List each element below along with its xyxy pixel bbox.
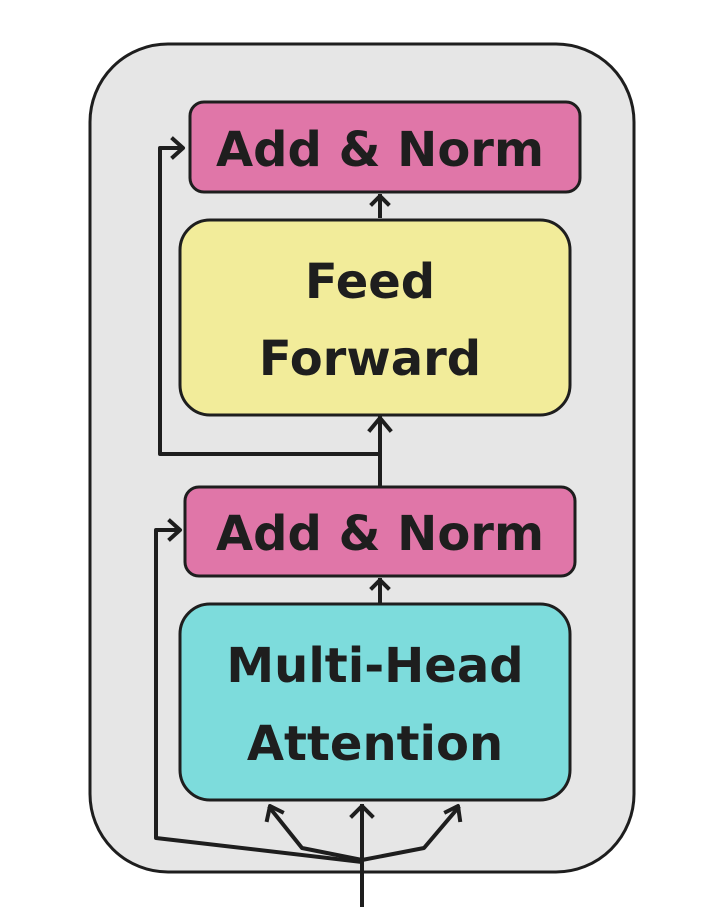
residual-connection-bottom	[154, 528, 365, 865]
residual-arrowhead-top	[170, 136, 185, 160]
feed-forward-block: Feed Forward	[178, 218, 572, 417]
input-arrowhead-right	[443, 804, 463, 823]
add-norm-top-block: Add & Norm	[188, 100, 582, 194]
input-arrowhead-middle	[349, 804, 375, 819]
attention-label-line2: Attention	[247, 716, 503, 772]
feed-forward-label-line1: Feed	[305, 254, 435, 310]
residual-arrowhead-bottom	[167, 518, 182, 542]
feed-forward-label-line2: Forward	[259, 331, 481, 387]
input-branch-right	[359, 805, 461, 863]
attention-to-addnorm-arrowhead	[369, 578, 391, 591]
add-norm-bottom-block: Add & Norm	[183, 485, 577, 578]
add-norm-bottom-label: Add & Norm	[216, 506, 544, 562]
addnorm-to-feedforward-arrowhead	[367, 416, 393, 433]
input-branch-left	[267, 805, 365, 863]
residual-connection-top	[158, 146, 382, 456]
add-norm-top-label: Add & Norm	[216, 122, 544, 178]
attention-label-line1: Multi-Head	[226, 638, 523, 694]
feedforward-to-addnorm-arrowhead	[369, 194, 391, 207]
multi-head-attention-block: Multi-Head Attention	[178, 602, 572, 802]
input-arrowhead-left	[264, 804, 285, 823]
